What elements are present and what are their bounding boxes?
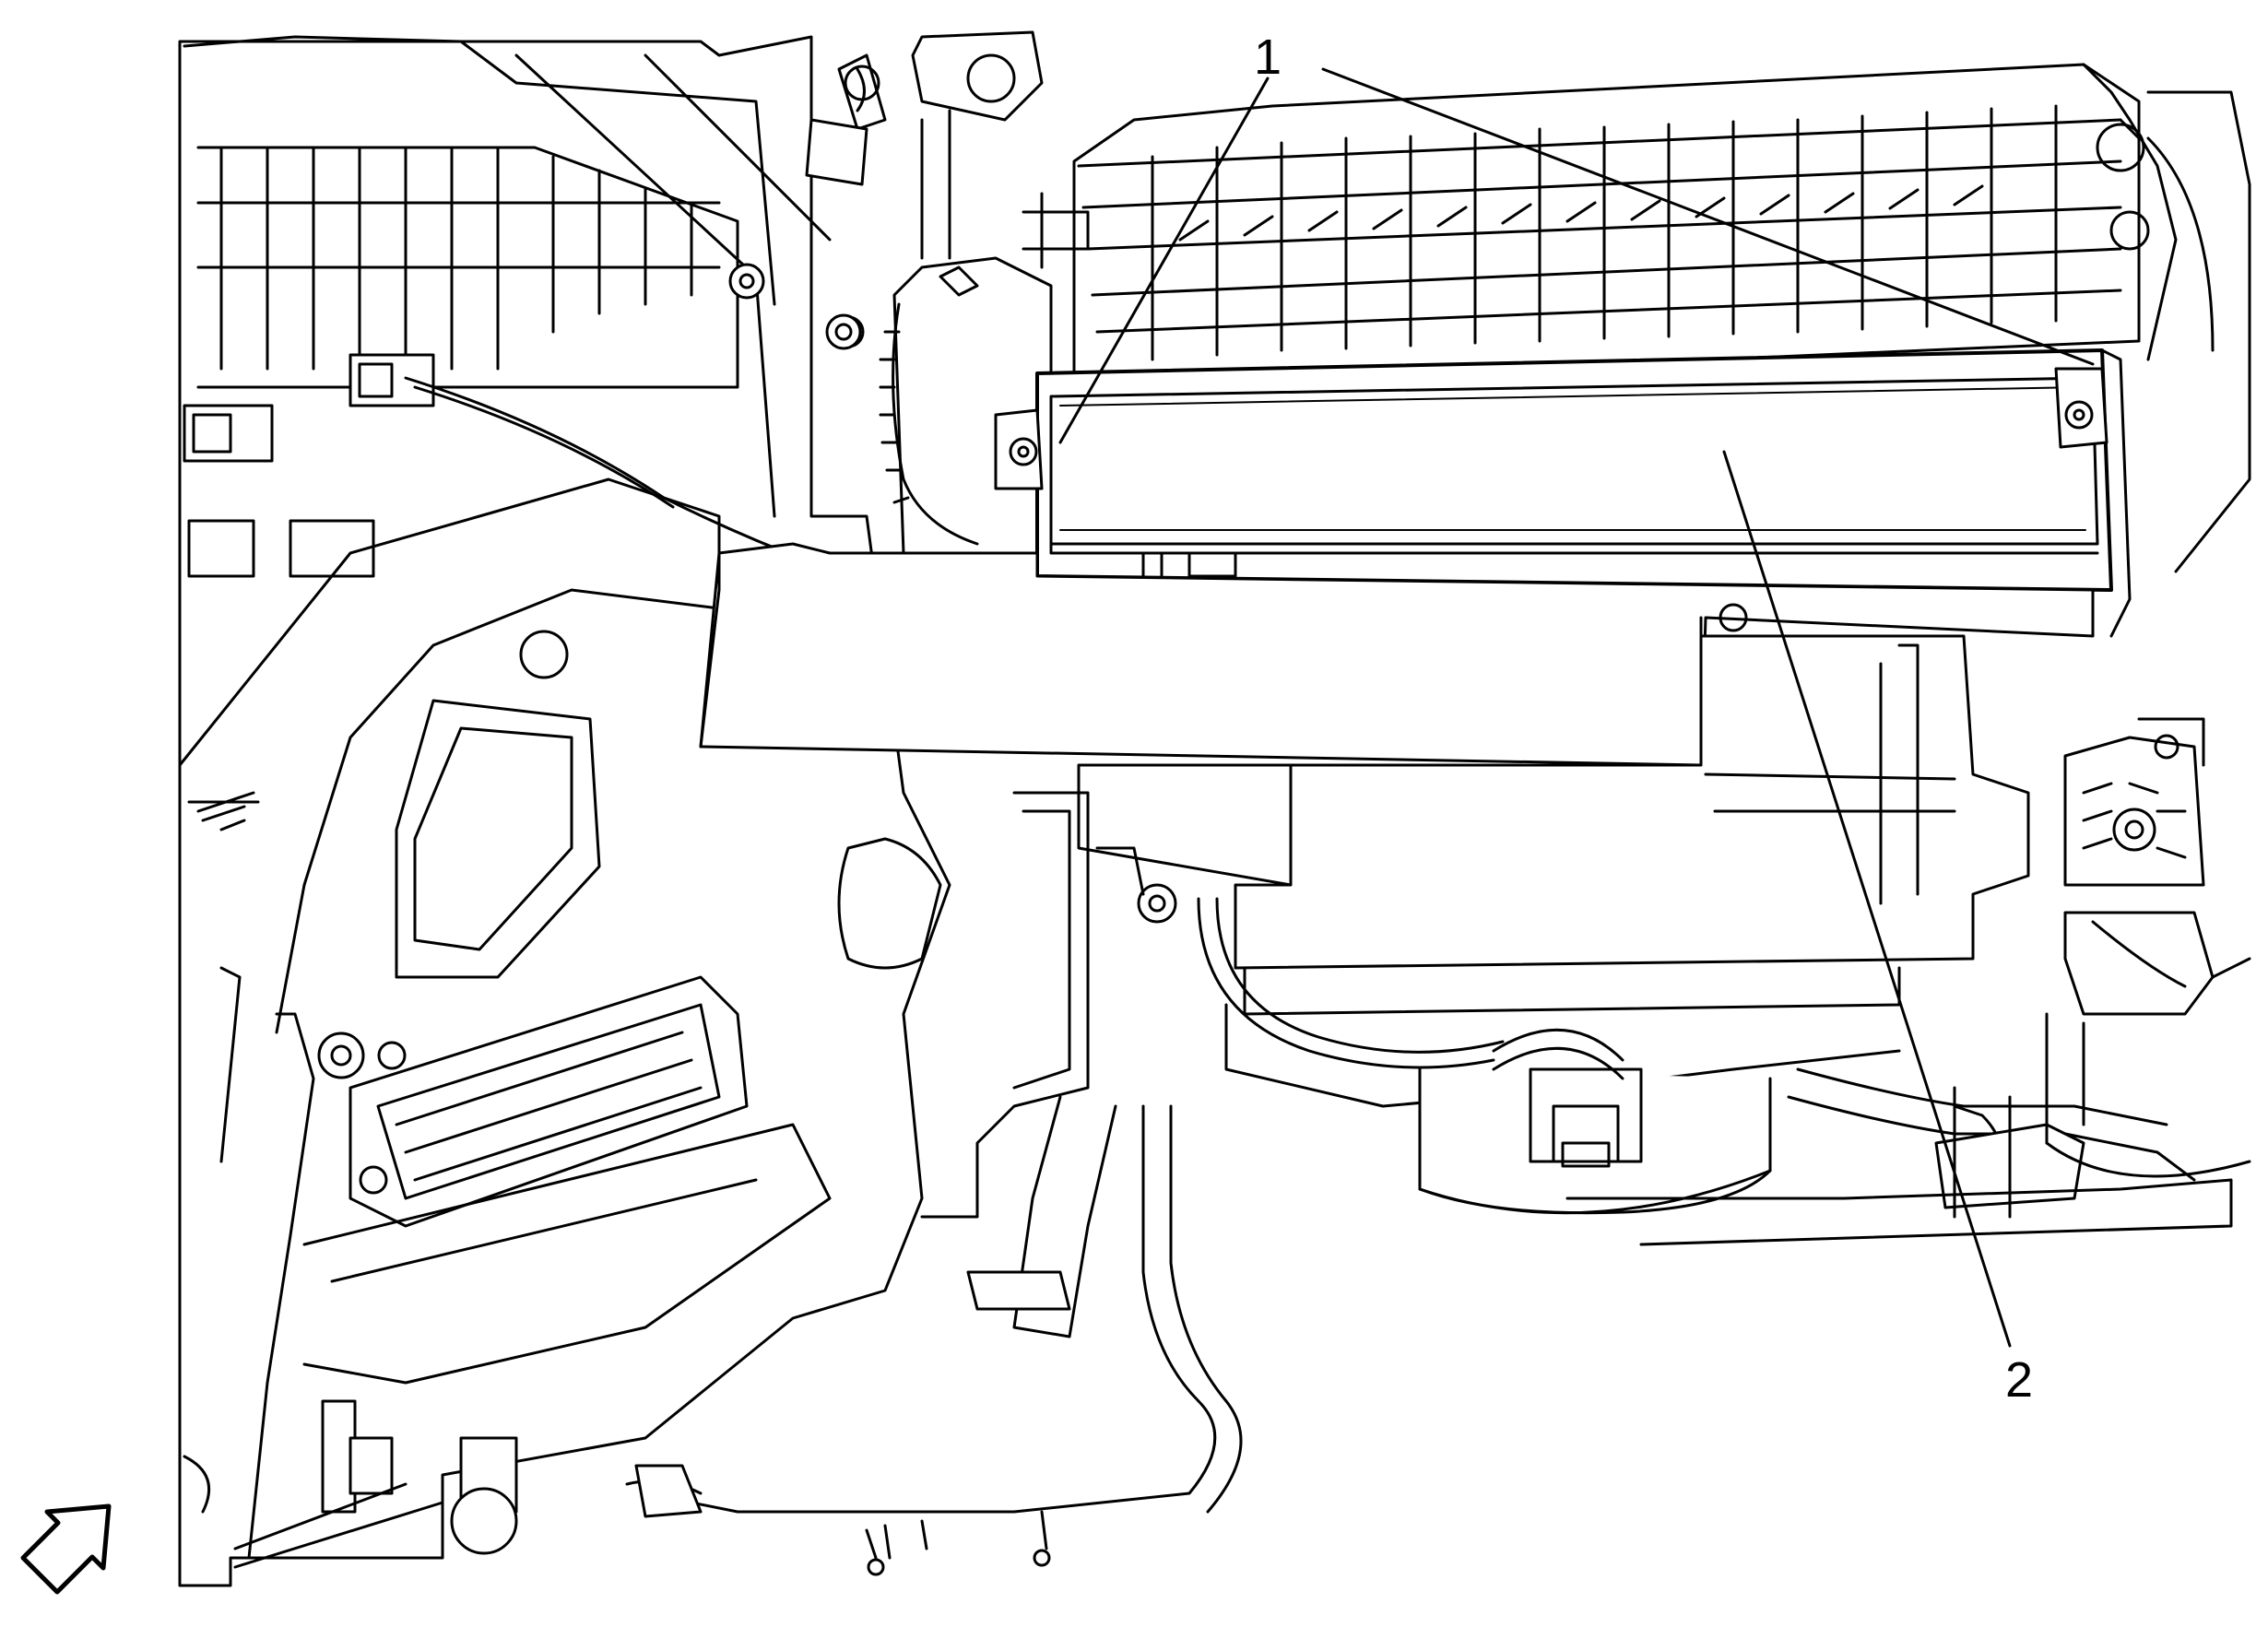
blower-assembly bbox=[1077, 634, 2251, 1246]
leader-1-left bbox=[1058, 77, 1270, 444]
callout-1: 1 bbox=[1254, 29, 1282, 85]
cabin-air-filter bbox=[1035, 348, 2132, 638]
leader-2 bbox=[1722, 450, 2012, 1348]
right-mounting-tab bbox=[2054, 367, 2109, 449]
left-hvac-case bbox=[178, 35, 951, 1587]
filter-housing-grille bbox=[1022, 63, 2251, 573]
leader-lines bbox=[1058, 67, 2095, 1348]
left-mounting-tab bbox=[994, 408, 1044, 490]
callout-2: 2 bbox=[2005, 1352, 2033, 1408]
leader-1-right bbox=[1321, 67, 2095, 366]
heater-hoses bbox=[625, 791, 1243, 1576]
view-direction-arrow-icon bbox=[20, 1503, 112, 1595]
